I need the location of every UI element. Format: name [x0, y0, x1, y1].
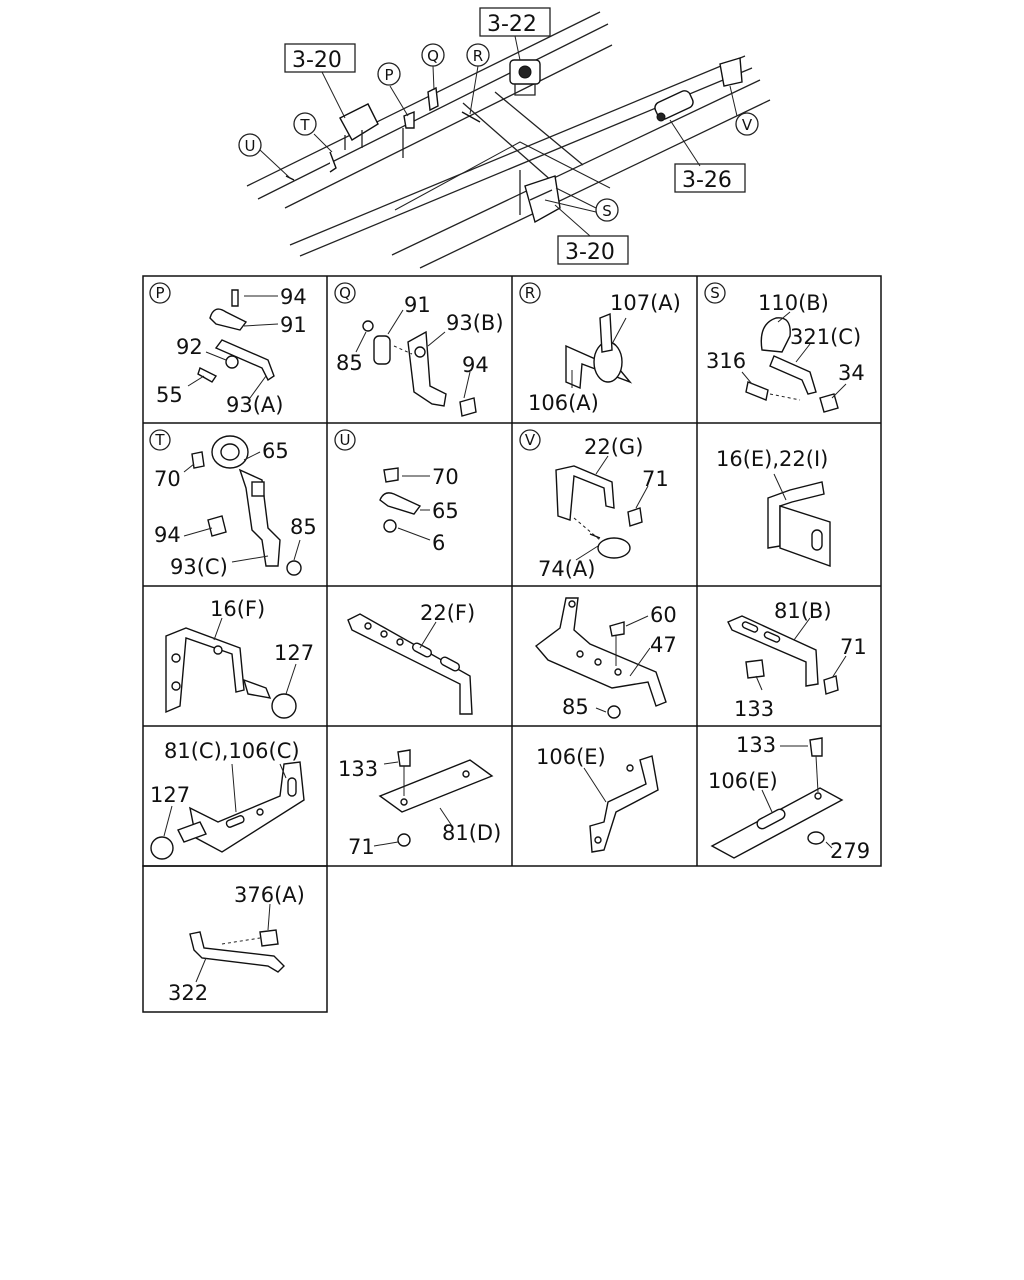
panel-81c-label-2[interactable]: 127: [150, 783, 190, 807]
marker-t: T: [299, 116, 310, 134]
component-3-20-lower: [524, 175, 561, 224]
panel-47-label-3[interactable]: 85: [562, 695, 589, 719]
ref-box-3-20-lower[interactable]: 3-20: [565, 240, 615, 265]
panel-r-label-1[interactable]: 107(A): [610, 291, 681, 315]
component-3-22: [509, 59, 541, 96]
panel-81c-106c: 81(C),106(C) 127: [150, 739, 305, 860]
component-3-20-upper: [339, 103, 379, 150]
panel-q-marker: Q: [339, 284, 351, 302]
panel-47-label-1[interactable]: 60: [650, 603, 677, 627]
panel-s-label-4[interactable]: 34: [838, 361, 865, 385]
panel-s: S 110(B) 321(C) 316 34: [704, 282, 865, 413]
marker-s: S: [602, 202, 612, 220]
panel-s-label-2[interactable]: 321(C): [790, 325, 861, 349]
panel-106e-plate-label-3[interactable]: 279: [830, 839, 870, 863]
clip-t: [329, 151, 337, 173]
component-3-26: [654, 90, 694, 122]
panel-81c-label-1[interactable]: 81(C),106(C): [164, 739, 300, 763]
panel-81b-label-1[interactable]: 81(B): [774, 599, 832, 623]
panel-106e-plate: 133 106(E) 279: [708, 733, 870, 863]
panel-u-label-1[interactable]: 70: [432, 465, 459, 489]
panel-s-label-3[interactable]: 316: [706, 349, 746, 373]
panel-q-label-2[interactable]: 93(B): [446, 311, 504, 335]
panel-t: T 65 70 94 85 93(C): [149, 429, 317, 579]
panel-r-marker: R: [525, 284, 535, 302]
panel-81d-label-1[interactable]: 133: [338, 757, 378, 781]
panel-376a-label-1[interactable]: 376(A): [234, 883, 305, 907]
panel-p-marker: P: [155, 284, 164, 302]
panel-16f-label-1[interactable]: 16(F): [210, 597, 265, 621]
panel-106e-plate-label-2[interactable]: 106(E): [708, 769, 778, 793]
panel-81b-label-3[interactable]: 133: [734, 697, 774, 721]
panel-t-label-1[interactable]: 65: [262, 439, 289, 463]
clip-v: [719, 57, 743, 87]
panel-p-label-5[interactable]: 93(A): [226, 393, 283, 417]
marker-q: Q: [427, 47, 439, 65]
panel-q-label-3[interactable]: 85: [336, 351, 363, 375]
panel-r: R 107(A) 106(A): [519, 282, 681, 415]
panel-u-label-3[interactable]: 6: [432, 531, 445, 555]
panel-16f: 16(F) 127: [165, 597, 314, 719]
panel-u-label-2[interactable]: 65: [432, 499, 459, 523]
marker-u: U: [245, 137, 256, 155]
marker-v: V: [742, 116, 753, 134]
panel-t-label-4[interactable]: 85: [290, 515, 317, 539]
panel-81d-label-3[interactable]: 71: [348, 835, 375, 859]
panel-p-label-1[interactable]: 94: [280, 285, 307, 309]
marker-p: P: [384, 66, 393, 84]
panel-q-label-1[interactable]: 91: [404, 293, 431, 317]
parts-grid: [142, 275, 882, 1013]
panel-v-label-2[interactable]: 71: [642, 467, 669, 491]
panel-22f: 22(F): [347, 601, 475, 715]
panel-v-marker: V: [525, 431, 536, 449]
panel-p-label-4[interactable]: 55: [156, 383, 183, 407]
panel-t-label-3[interactable]: 94: [154, 523, 181, 547]
panel-376a-label-2[interactable]: 322: [168, 981, 208, 1005]
clip-p: [403, 110, 415, 129]
panel-106e-label-1[interactable]: 106(E): [536, 745, 606, 769]
chassis-overview: 3-22 3-20 3-26 3-20 P Q R T U V S: [238, 7, 771, 269]
panel-16f-label-2[interactable]: 127: [274, 641, 314, 665]
panel-v: V 22(G) 71 74(A): [519, 429, 669, 581]
panel-106e-bracket: 106(E): [536, 745, 659, 853]
clip-q: [427, 86, 439, 112]
panel-22f-label-1[interactable]: 22(F): [420, 601, 475, 625]
panel-q: Q 91 93(B) 85 94: [334, 282, 504, 417]
panel-47-label-2[interactable]: 47: [650, 633, 677, 657]
panel-v-label-3[interactable]: 74(A): [538, 557, 595, 581]
panel-16e-label-1[interactable]: 16(E),22(I): [716, 447, 828, 471]
panel-81d: 133 81(D) 71: [338, 749, 501, 859]
panel-81d-label-2[interactable]: 81(D): [442, 821, 501, 845]
panel-s-marker: S: [710, 284, 720, 302]
ref-box-3-26[interactable]: 3-26: [682, 168, 732, 193]
panel-q-label-4[interactable]: 94: [462, 353, 489, 377]
panel-u-marker: U: [340, 431, 351, 449]
panel-s-label-1[interactable]: 110(B): [758, 291, 829, 315]
panel-r-label-2[interactable]: 106(A): [528, 391, 599, 415]
panel-47: 60 47 85: [534, 597, 677, 719]
panel-u: U 70 65 6: [334, 429, 459, 555]
panel-t-marker: T: [154, 431, 165, 449]
panel-16e-22i: 16(E),22(I): [716, 447, 831, 567]
panel-p: P 94 91 92 55 93(A): [149, 282, 307, 417]
panel-81b: 81(B) 71 133: [727, 599, 867, 721]
panel-p-label-2[interactable]: 91: [280, 313, 307, 337]
panel-376a: 376(A) 322: [168, 883, 305, 1005]
ref-box-3-20-upper[interactable]: 3-20: [292, 48, 342, 73]
panel-t-label-5[interactable]: 93(C): [170, 555, 228, 579]
panel-v-label-1[interactable]: 22(G): [584, 435, 643, 459]
panel-t-label-2[interactable]: 70: [154, 467, 181, 491]
panel-81b-label-2[interactable]: 71: [840, 635, 867, 659]
ref-box-3-22[interactable]: 3-22: [487, 12, 537, 37]
marker-r: R: [473, 47, 483, 65]
clip-r: [461, 111, 481, 123]
panel-106e-plate-label-1[interactable]: 133: [736, 733, 776, 757]
panel-p-label-3[interactable]: 92: [176, 335, 203, 359]
